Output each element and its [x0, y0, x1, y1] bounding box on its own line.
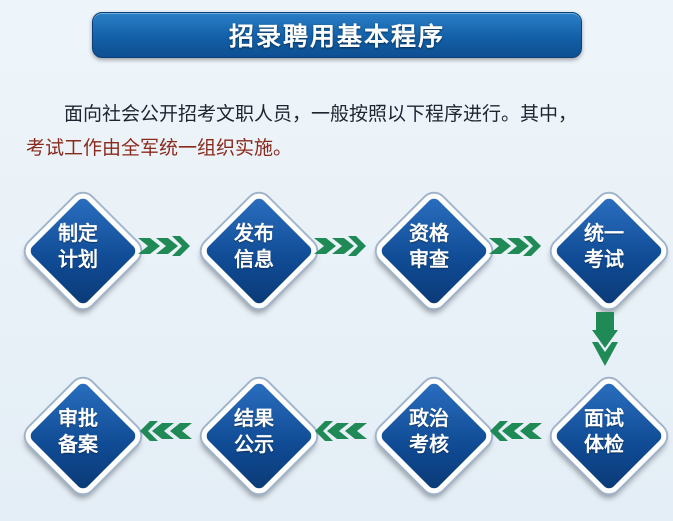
- arrow-left-icon: [140, 421, 192, 441]
- step-label-line2: 公示: [234, 432, 274, 456]
- step-label-line1: 面试: [584, 406, 624, 430]
- step-label-line2: 体检: [584, 432, 624, 456]
- arrow-right-icon: [138, 236, 190, 256]
- title-banner: 招录聘用基本程序: [92, 12, 582, 58]
- arrow-right-icon: [314, 236, 366, 256]
- step-approval-filing: 审批 备案: [20, 373, 146, 499]
- intro-paragraph: 面向社会公开招考文职人员，一般按照以下程序进行。其中， 考试工作由全军统一组织实…: [26, 97, 666, 165]
- step-label-line2: 计划: [58, 247, 98, 271]
- step-label-line1: 发布: [234, 221, 274, 245]
- step-political-assessment: 政治 考核: [371, 373, 497, 499]
- step-qualification-review: 资格 审查: [371, 188, 497, 314]
- step-make-plan: 制定 计划: [20, 188, 146, 314]
- arrow-left-icon: [490, 421, 542, 441]
- step-label-line1: 制定: [58, 221, 98, 245]
- step-label-line1: 结果: [234, 406, 274, 430]
- step-label-line2: 信息: [234, 247, 274, 271]
- step-label-line1: 统一: [584, 221, 624, 245]
- intro-line-2: 考试工作由全军统一组织实施。: [26, 137, 293, 159]
- step-label-line2: 考试: [584, 247, 624, 271]
- step-publish-info: 发布 信息: [196, 188, 322, 314]
- arrow-left-icon: [315, 421, 367, 441]
- step-interview-checkup: 面试 体检: [546, 373, 672, 499]
- page-title: 招录聘用基本程序: [228, 22, 445, 51]
- arrow-down-icon: [592, 312, 618, 366]
- step-label-line2: 备案: [58, 432, 98, 456]
- step-unified-exam: 统一 考试: [546, 188, 672, 314]
- step-label-line2: 考核: [409, 432, 449, 456]
- intro-line-1: 面向社会公开招考文职人员，一般按照以下程序进行。其中，: [64, 103, 578, 125]
- step-label-line1: 资格: [409, 221, 449, 245]
- step-label-line2: 审查: [409, 247, 449, 271]
- step-label-line1: 政治: [409, 406, 449, 430]
- step-result-publicity: 结果 公示: [196, 373, 322, 499]
- arrow-right-icon: [489, 236, 541, 256]
- step-label-line1: 审批: [58, 406, 98, 430]
